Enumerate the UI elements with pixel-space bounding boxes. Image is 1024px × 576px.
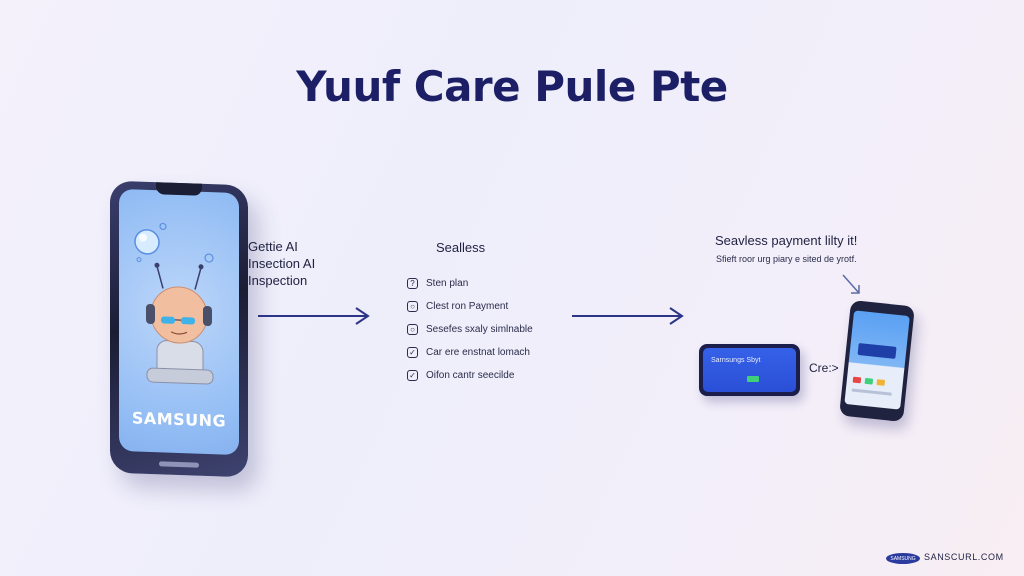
list-item: ✓ Car ere enstnat lomach (407, 341, 533, 364)
list-item-label: Clest ron Payment (426, 301, 509, 312)
stage2-title: Sealless (436, 240, 486, 255)
list-item: ✓ Oifon cantr seecilde (407, 364, 533, 387)
payment-phone-card: Sarnsungs Sbyt (699, 344, 800, 396)
check-icon: ✓ (407, 370, 418, 381)
check-icon: ✓ (407, 347, 418, 358)
samsung-logo: SAMSUNG (886, 553, 920, 564)
flow-arrow-1 (258, 307, 370, 325)
list-item-label: Sten plan (426, 278, 469, 289)
list-item: ? Sten plan (407, 272, 533, 295)
app-tile-icon (852, 376, 862, 384)
stage1-line: Gettie AI (248, 239, 298, 254)
app-tile-icon (864, 377, 874, 385)
app-card (857, 342, 897, 359)
small-phone-screen (844, 310, 910, 410)
payment-card-text: Sarnsungs Sbyt (711, 357, 761, 364)
ai-mascot-illustration (134, 222, 214, 385)
list-item: ○ Clest ron Payment (407, 295, 533, 318)
list-item-label: Oifon cantr seecilde (426, 370, 515, 381)
samsung-phone: SAMSUNG (110, 180, 248, 478)
app-tile-icon (876, 379, 886, 386)
phone-home-bar (159, 461, 199, 468)
phone-screen: SAMSUNG (119, 188, 239, 456)
list-item-label: Car ere enstnat lomach (426, 347, 530, 358)
stage3-title: Seavless payment lilty it! (715, 233, 858, 248)
footer-site-text: SANSCURL.COM (924, 552, 1004, 562)
question-icon: ? (407, 278, 418, 289)
pointer-arrow-icon (842, 274, 860, 294)
samsung-logo-text: SAMSUNG (890, 555, 916, 562)
flow-arrow-2 (572, 307, 684, 325)
bubble-icon (134, 222, 214, 263)
stage1-label: Gettie AI Insection AI Inspection (248, 238, 315, 289)
list-item: ○ Sesefes sxaly simlnable (407, 318, 533, 341)
cres-label: Cre:> (809, 361, 839, 375)
list-item-label: Sesefes sxaly simlnable (426, 324, 533, 335)
stage2-checklist: ? Sten plan ○ Clest ron Payment ○ Sesefes s… (407, 272, 533, 387)
circle-icon: ○ (407, 324, 418, 335)
small-phone (839, 299, 915, 423)
stage1-line: Insection AI (248, 256, 316, 271)
phone-notch (156, 182, 202, 196)
stage3-subtitle: Sfieft roor urg piary e sited de yrotf. (716, 254, 857, 264)
text-line (851, 388, 892, 396)
pay-button (747, 376, 759, 382)
page-title: Yuuf Care Pule Pte (296, 62, 728, 111)
payment-card-screen: Sarnsungs Sbyt (703, 348, 796, 392)
circle-icon: ○ (407, 301, 418, 312)
stage1-line: Inspection (248, 273, 308, 288)
